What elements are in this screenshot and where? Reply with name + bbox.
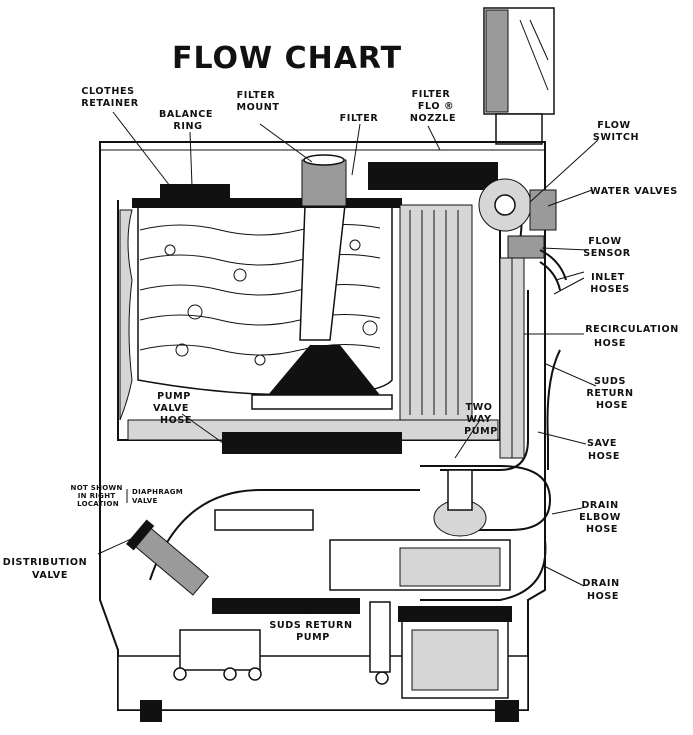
label-filter-mount: FILTER MOUNT xyxy=(236,90,279,113)
label-flow-sensor: FLOW SENSOR xyxy=(583,236,631,259)
label-suds-return-pump: SUDS RETURN PUMP xyxy=(269,620,356,643)
label-filter-flo-nozzle: FILTER FLO ® NOZZLE xyxy=(410,89,458,124)
label-save-hose: SAVE HOSE xyxy=(587,438,621,462)
top-housing xyxy=(368,162,567,291)
labels: CLOTHES RETAINER BALANCE RING FILTER MOU… xyxy=(3,86,683,643)
label-drain-elbow-hose: DRAIN ELBOW HOSE xyxy=(579,500,625,535)
label-two-way-pump: TWO WAY PUMP xyxy=(464,402,498,437)
label-distribution-valve: DISTRIBUTION VALVE xyxy=(3,557,92,581)
leader-lines xyxy=(97,111,599,615)
label-flow-switch: FLOW SWITCH xyxy=(593,120,639,143)
label-balance-ring: BALANCE RING xyxy=(159,109,217,132)
label-filter: FILTER xyxy=(340,113,379,124)
open-lid xyxy=(483,7,555,145)
return-hose xyxy=(440,290,561,471)
label-water-valves: WATER VALVES xyxy=(590,186,678,197)
drive-assembly xyxy=(126,454,552,699)
label-drain-hose: DRAIN HOSE xyxy=(582,578,623,602)
label-not-shown: NOT SHOWN IN RIGHT LOCATION xyxy=(71,484,126,508)
wash-tub xyxy=(117,154,501,454)
label-pump-valve-hose: PUMP VALVE HOSE xyxy=(153,391,195,426)
label-clothes-retainer: CLOTHES RETAINER xyxy=(81,86,139,109)
label-recirculation-hose: RECIRCULATION HOSE xyxy=(585,324,683,349)
label-suds-return-hose: SUDS RETURN HOSE xyxy=(586,376,637,411)
label-diaphragm-valve: DIAPHRAGM VALVE xyxy=(132,488,186,505)
diagram-title: FLOW CHART xyxy=(172,41,402,76)
label-inlet-hoses: INLET HOSES xyxy=(590,272,630,295)
recirculation-hose xyxy=(499,257,525,459)
